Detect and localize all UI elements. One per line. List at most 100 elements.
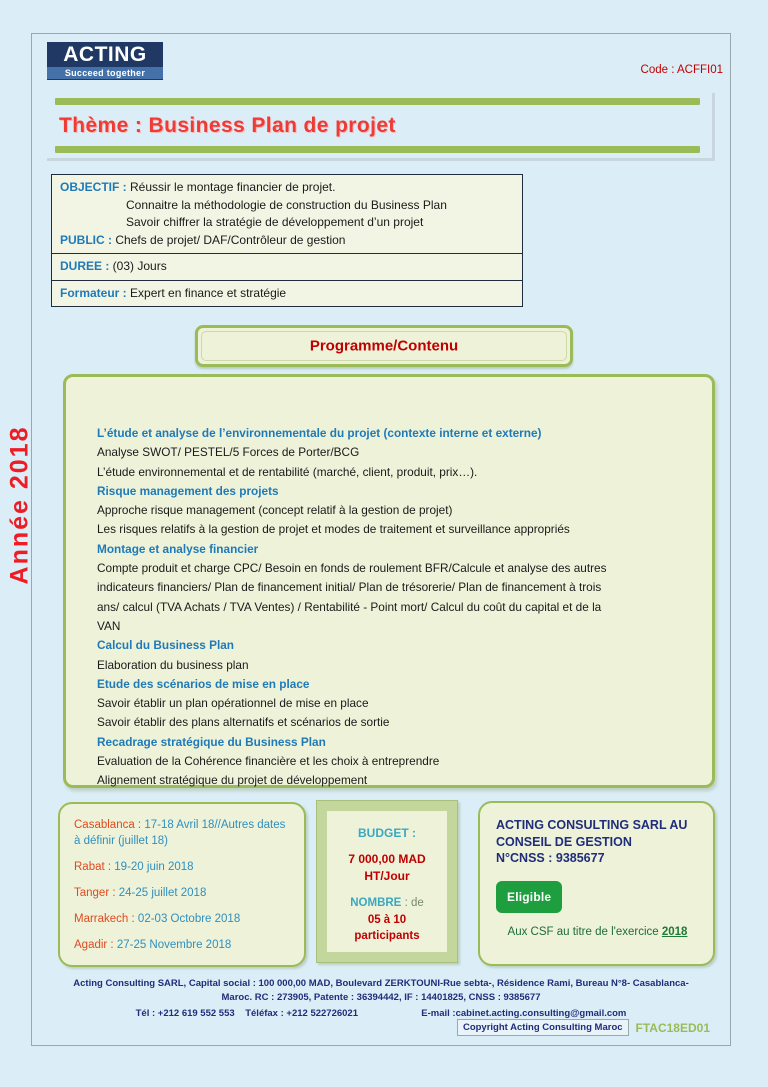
budget-box: BUDGET : 7 000,00 MAD HT/Jour NOMBRE : d… <box>316 800 458 963</box>
programme-detail-line: Savoir établir des plans alternatifs et … <box>97 715 390 730</box>
session-dates: 24-25 juillet 2018 <box>118 887 207 899</box>
page-border <box>31 33 731 1046</box>
programme-detail-line: Compte produit et charge CPC/ Besoin en … <box>97 561 607 576</box>
programme-detail-line: Evaluation de la Cohérence financière et… <box>97 754 440 769</box>
footer-address-line2: Maroc. RC : 273905, Patente : 36394442, … <box>221 992 541 1003</box>
programme-content: L’étude et analyse de l’environnementale… <box>97 424 694 791</box>
company-cnss: N°CNSS : 9385677 <box>496 851 605 865</box>
programme-section-heading: Recadrage stratégique du Business Plan <box>97 734 326 749</box>
objective-line: PUBLIC : Chefs de projet/ DAF/Contrôleur… <box>60 232 514 250</box>
session-dates: 02-03 Octobre 2018 <box>137 913 241 925</box>
objective-key: Formateur : <box>60 285 131 300</box>
budget-label: BUDGET : <box>358 826 416 840</box>
session-dates: 27-25 Novembre 2018 <box>116 939 232 951</box>
objective-value: Connaitre la méthodologie de constructio… <box>126 197 447 212</box>
copyright-wrap: Copyright Acting Consulting Maroc FTAC18… <box>456 1019 710 1036</box>
session-city: Casablanca : <box>74 819 145 831</box>
objective-row: DUREE : (03) Jours <box>52 253 522 280</box>
objective-key: PUBLIC : <box>60 232 116 247</box>
programme-section-heading: Calcul du Business Plan <box>97 638 235 653</box>
objective-line: Formateur : Expert en finance et stratég… <box>60 285 514 303</box>
programme-detail-line: Elaboration du business plan <box>97 657 249 672</box>
title-banner: Thème : Business Plan de projet <box>47 93 715 161</box>
objective-value: Expert en finance et stratégie <box>130 285 287 300</box>
programme-body: L’étude et analyse de l’environnementale… <box>63 374 715 788</box>
programme-section-heading: Montage et analyse financier <box>97 541 259 556</box>
programme-section-heading: L’étude et analyse de l’environnementale… <box>97 426 542 440</box>
session-city: Agadir : <box>74 939 117 951</box>
session-city: Tanger : <box>74 887 119 899</box>
pill-inner-outline <box>201 331 567 361</box>
sessions-list: Casablanca : 17-18 Avril 18//Autres date… <box>60 804 304 953</box>
page-title: Thème : Business Plan de projet <box>59 113 396 137</box>
title-bar-top <box>55 98 700 105</box>
programme-detail-line: Approche risque management (concept rela… <box>97 503 453 518</box>
objective-block: OBJECTIF : Réussir le montage financier … <box>51 174 523 307</box>
programme-detail-line: Alignement stratégique du projet de déve… <box>97 773 368 788</box>
budget-amount-value: 7 000,00 MAD <box>348 852 426 866</box>
programme-detail-line: Les risques relatifs à la gestion de pro… <box>97 522 570 537</box>
budget-amount: 7 000,00 MAD HT/Jour <box>327 851 447 885</box>
course-code: Code : ACFFI01 <box>640 64 723 76</box>
csf-note: Aux CSF au titre de l'exercice 2018 <box>496 926 699 938</box>
objective-value: Savoir chiffrer la stratégie de développ… <box>126 215 424 229</box>
csf-year: 2018 <box>661 925 688 938</box>
session-dates: 17-18 Avril 18//Autres dates à définir (… <box>74 819 286 847</box>
footer-email: E-mail :cabinet.acting.consulting@gmail.… <box>421 1008 627 1019</box>
session-dates: 19-20 juin 2018 <box>114 861 194 873</box>
objective-line: DUREE : (03) Jours <box>60 258 514 276</box>
footer-address-line1: Acting Consulting SARL, Capital social :… <box>73 978 689 989</box>
programme-detail-line: Savoir établir un plan opérationnel de m… <box>97 696 369 711</box>
logo-wordmark: ACTING <box>63 43 147 66</box>
programme-detail-line: L’étude environnemental et de rentabilit… <box>97 464 478 479</box>
session-row: Agadir : 27-25 Novembre 2018 <box>74 937 292 953</box>
programme-detail-line: indicateurs financiers/ Plan de financem… <box>97 580 602 595</box>
objective-line: Savoir chiffrer la stratégie de développ… <box>60 214 514 232</box>
objective-key: DUREE : <box>60 259 113 273</box>
objective-value: Chefs de projet/ DAF/Contrôleur de gesti… <box>115 232 346 247</box>
participants-range: 05 à 10 <box>367 914 407 926</box>
session-row: Tanger : 24-25 juillet 2018 <box>74 885 292 901</box>
objective-line: OBJECTIF : Réussir le montage financier … <box>60 179 514 197</box>
sessions-box: Casablanca : 17-18 Avril 18//Autres date… <box>58 802 306 967</box>
session-city: Rabat : <box>74 861 115 873</box>
budget-amount-unit: HT/Jour <box>364 869 410 883</box>
acting-logo: ACTING Succeed together <box>47 42 163 80</box>
programme-section-heading: Etude des scénarios de mise en place <box>97 676 310 691</box>
eligible-badge: Eligible <box>496 880 563 913</box>
copyright-box: Copyright Acting Consulting Maroc <box>456 1019 629 1036</box>
footer-phone: Tél : +212 619 552 553 <box>135 1008 235 1019</box>
programme-header-pill: Programme/Contenu <box>195 325 573 367</box>
session-city: Marrakech : <box>74 913 138 925</box>
participants-label: NOMBRE : de <box>350 897 424 909</box>
budget-inner: BUDGET : 7 000,00 MAD HT/Jour NOMBRE : d… <box>326 810 448 953</box>
company-name: ACTING CONSULTING SARL AU CONSEIL DE GES… <box>496 817 699 867</box>
objective-line: Connaitre la méthodologie de constructio… <box>60 197 514 215</box>
session-row: Rabat : 19-20 juin 2018 <box>74 859 292 875</box>
objective-value: (03) Jours <box>112 259 167 273</box>
session-row: Marrakech : 02-03 Octobre 2018 <box>74 911 292 927</box>
objective-key: OBJECTIF : <box>60 180 131 194</box>
csf-text: Aux CSF au titre de l'exercice <box>507 925 659 938</box>
company-box: ACTING CONSULTING SARL AU CONSEIL DE GES… <box>478 801 715 966</box>
year-rail: Année 2018 <box>0 355 42 655</box>
participants-word: participants <box>354 930 420 942</box>
programme-detail-line: ans/ calcul (TVA Achats / TVA Ventes) / … <box>97 599 602 614</box>
document-code: FTAC18ED01 <box>635 1020 710 1035</box>
session-row: Casablanca : 17-18 Avril 18//Autres date… <box>74 817 292 849</box>
objective-value: Réussir le montage financier de projet. <box>130 180 336 194</box>
company-name-line1: ACTING CONSULTING SARL AU <box>496 818 688 832</box>
year-label: Année 2018 <box>5 425 34 585</box>
footer-fax: Téléfax : +212 522726021 <box>245 1008 358 1019</box>
objective-row: Formateur : Expert en finance et stratég… <box>52 279 522 307</box>
programme-detail-line: VAN <box>97 618 121 633</box>
programme-header-label: Programme/Contenu <box>309 337 459 355</box>
programme-section-heading: Risque management des projets <box>97 483 279 498</box>
footer-contact: Tél : +212 619 552 553 Téléfax : +212 52… <box>47 1007 715 1021</box>
programme-detail-line: Analyse SWOT/ PESTEL/5 Forces de Porter/… <box>97 445 360 460</box>
objective-row: OBJECTIF : Réussir le montage financier … <box>52 175 522 253</box>
company-name-line2: CONSEIL DE GESTION <box>496 834 632 849</box>
footer: Acting Consulting SARL, Capital social :… <box>47 977 715 1021</box>
title-bar-bottom <box>55 146 700 153</box>
logo-tagline: Succeed together <box>47 67 163 79</box>
